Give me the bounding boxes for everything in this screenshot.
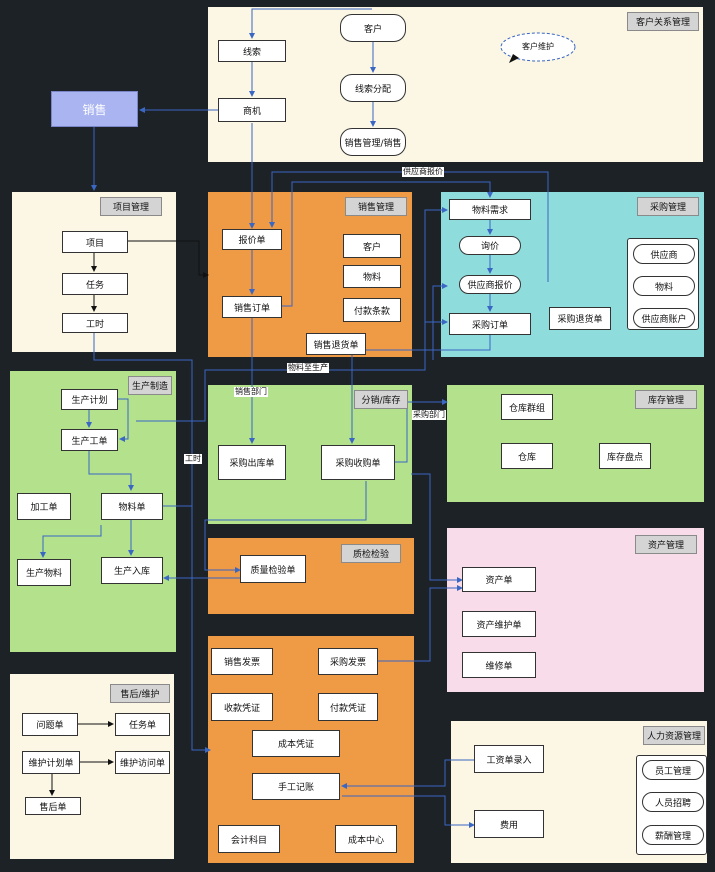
customer-maintenance-callout: 客户维护	[521, 42, 555, 52]
edge-project-down	[93, 333, 193, 506]
cost-voucher-node[interactable]: 成本凭证	[252, 730, 340, 757]
payroll-node[interactable]: 工资单录入	[474, 745, 544, 773]
edge-crm-entry	[249, 8, 372, 39]
staff-node[interactable]: 员工管理	[642, 760, 704, 780]
payment-terms-node[interactable]: 付款条款	[343, 298, 401, 322]
edge-supplier-quote-to-quote	[269, 171, 549, 282]
edge-label-sales-dept: 销售部门	[234, 387, 268, 397]
pg-material-node[interactable]: 物料	[633, 276, 695, 296]
aftersales-title: 售后/维护	[110, 684, 170, 703]
lead-node[interactable]: 线索	[218, 40, 286, 62]
asset-node[interactable]: 资产单	[462, 567, 536, 592]
edge-po-receipt	[349, 335, 491, 444]
payment-voucher-node[interactable]: 付款凭证	[318, 693, 378, 721]
aftersales-ticket-node[interactable]: 售后单	[25, 797, 81, 815]
warehouse-group-node[interactable]: 仓库群组	[501, 394, 553, 420]
salary-node[interactable]: 薪酬管理	[642, 825, 704, 845]
asset-maintenance-node[interactable]: 资产维护单	[462, 611, 536, 637]
edge-receipt-inventory	[395, 399, 448, 463]
edge-bom-finance	[163, 505, 211, 753]
hr-title: 人力资源管理	[643, 726, 705, 745]
task-node[interactable]: 任务	[62, 273, 128, 295]
edge-label-timesheet: 工时	[184, 454, 202, 464]
crm-panel	[208, 7, 703, 162]
sm-material-node[interactable]: 物料	[343, 265, 401, 288]
customer-node[interactable]: 客户	[340, 14, 406, 42]
distribution-title: 分销/库存	[354, 390, 408, 409]
quote-node[interactable]: 报价单	[222, 229, 282, 250]
inventory-title: 库存管理	[635, 390, 697, 409]
project-title: 项目管理	[100, 197, 162, 216]
edge-project-external	[128, 240, 209, 278]
maintenance-visit-node[interactable]: 维护访问单	[115, 751, 170, 774]
receipt-voucher-node[interactable]: 收款凭证	[211, 693, 273, 721]
repair-node[interactable]: 维修单	[462, 652, 536, 678]
maintenance-plan-node[interactable]: 维护计划单	[22, 751, 80, 774]
production-title: 生产制造	[128, 376, 172, 395]
purchase-invoice-node[interactable]: 采购发票	[318, 648, 378, 675]
lead-assign-node[interactable]: 线索分配	[340, 74, 406, 102]
sales-return-node[interactable]: 销售退货单	[306, 333, 366, 355]
edge-workorder-bom	[88, 451, 134, 491]
asset-title: 资产管理	[635, 535, 697, 554]
sales-order-node[interactable]: 销售订单	[222, 296, 282, 318]
edge-label-material-to-production: 物料至生产	[287, 363, 329, 373]
edge-manual-expense	[342, 795, 475, 828]
cost-center-node[interactable]: 成本中心	[335, 825, 397, 853]
opportunity-node[interactable]: 商机	[218, 98, 286, 122]
production-plan-node[interactable]: 生产计划	[61, 389, 118, 410]
inquiry-node[interactable]: 询价	[459, 236, 521, 255]
material-demand-node[interactable]: 物料需求	[449, 199, 531, 220]
edge-po-loop	[424, 300, 448, 325]
edge-salesorder-to-demand	[282, 181, 493, 307]
quality-title: 质检检验	[341, 544, 401, 563]
outbound-node[interactable]: 采购出库单	[218, 445, 286, 480]
purchase-return-node[interactable]: 采购退货单	[549, 307, 611, 330]
issue-node[interactable]: 问题单	[22, 713, 78, 736]
project-node[interactable]: 项目	[62, 231, 128, 253]
aftersales-task-node[interactable]: 任务单	[115, 713, 170, 736]
sales-node[interactable]: 销售	[51, 91, 138, 127]
sales-mgmt-sales-node[interactable]: 销售管理/销售	[340, 128, 406, 156]
supplier-account-node[interactable]: 供应商账户	[633, 308, 695, 328]
accounts-node[interactable]: 会计科目	[218, 825, 280, 853]
supplier-node[interactable]: 供应商	[633, 244, 695, 264]
edge-receipt-asset	[411, 473, 463, 583]
edge-label-supplier-quote: 供应商报价	[402, 167, 444, 177]
callout-tail	[509, 54, 519, 63]
edge-bom-prodmat	[40, 525, 102, 558]
stocktake-node[interactable]: 库存盘点	[599, 443, 651, 469]
process-order-node[interactable]: 加工单	[17, 493, 71, 520]
timesheet-node[interactable]: 工时	[62, 313, 128, 333]
recruit-node[interactable]: 人员招聘	[642, 792, 704, 812]
prod-inbound-node[interactable]: 生产入库	[101, 557, 163, 584]
sales-invoice-node[interactable]: 销售发票	[211, 648, 273, 675]
supplier-quote-node[interactable]: 供应商报价	[459, 275, 521, 294]
edge-plan-side	[118, 398, 129, 442]
edge-demand-loop	[432, 283, 448, 360]
purchase-title: 采购管理	[637, 197, 699, 216]
warehouse-node[interactable]: 仓库	[501, 443, 553, 469]
receipt-node[interactable]: 采购收购单	[321, 445, 395, 480]
edge-receipt-quality	[204, 481, 367, 573]
sales-mgmt-title: 销售管理	[345, 197, 407, 216]
inspection-node[interactable]: 质量检验单	[240, 555, 306, 583]
edge-label-purchase-dept: 采购部门	[412, 410, 446, 420]
edge-purchaseinvoice-asset	[378, 585, 463, 662]
expense-node[interactable]: 费用	[474, 810, 544, 838]
prod-material-node[interactable]: 生产物料	[17, 559, 71, 586]
work-order-node[interactable]: 生产工单	[61, 429, 118, 451]
edge-payroll-manual	[341, 759, 474, 789]
bom-node[interactable]: 物料单	[101, 493, 163, 520]
crm-title: 客户关系管理	[627, 12, 699, 31]
purchase-order-node[interactable]: 采购订单	[449, 313, 531, 335]
manual-entry-node[interactable]: 手工记账	[252, 773, 340, 800]
sm-customer-node[interactable]: 客户	[343, 234, 401, 258]
